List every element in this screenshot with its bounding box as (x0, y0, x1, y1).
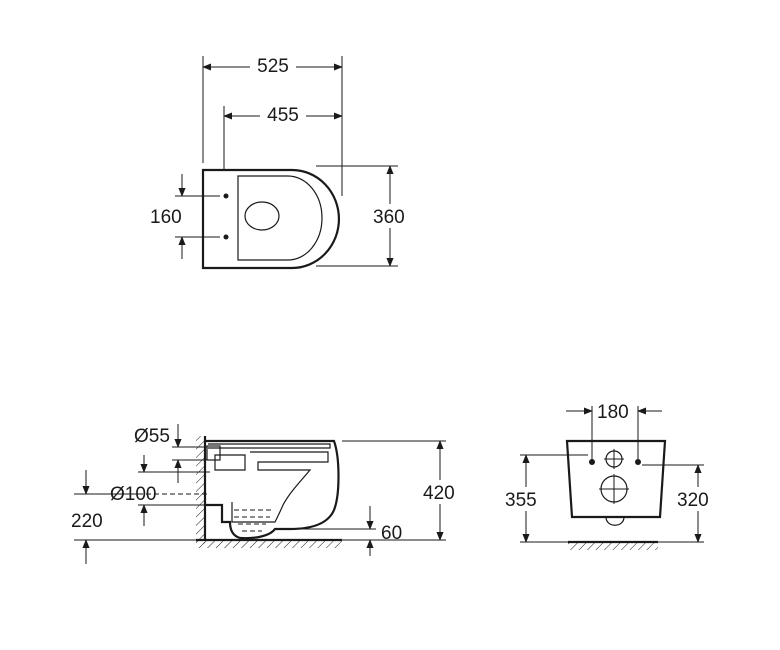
bowl-outline-front (565, 439, 667, 519)
dim-label-420: 420 (423, 483, 455, 504)
dim-label-355: 355 (505, 490, 537, 511)
trap-path (231, 451, 329, 523)
bowl-outline-top (201, 168, 340, 270)
front-floor-hatch (568, 542, 658, 550)
seat-side (208, 443, 331, 449)
rim-detail (214, 454, 246, 471)
dim-label-320: 320 (677, 490, 709, 511)
inlet-box (206, 445, 221, 461)
spigot-front (605, 516, 625, 526)
bowl-outline-side (205, 439, 340, 540)
fixing-hole-top (223, 193, 229, 199)
dim-label-360: 360 (373, 207, 405, 228)
dim-label-60: 60 (381, 523, 402, 544)
dim-label-180: 180 (597, 402, 629, 423)
dim-label-220: 220 (71, 511, 103, 532)
dim-label-455: 455 (267, 105, 299, 126)
dim-label-o55: Ø55 (134, 426, 170, 447)
bowl-opening (244, 201, 280, 231)
fixing-hole-bottom (223, 234, 229, 240)
seat-outline (237, 175, 323, 261)
dim-label-160: 160 (150, 207, 182, 228)
dim-label-525: 525 (257, 56, 289, 77)
front-view: 180 355 320 (502, 402, 718, 550)
wall-hatch (196, 436, 205, 544)
top-view: 525 455 160 360 (150, 52, 414, 270)
floor-hatch (196, 540, 342, 548)
side-view: Ø55 Ø100 220 420 60 (71, 424, 464, 564)
